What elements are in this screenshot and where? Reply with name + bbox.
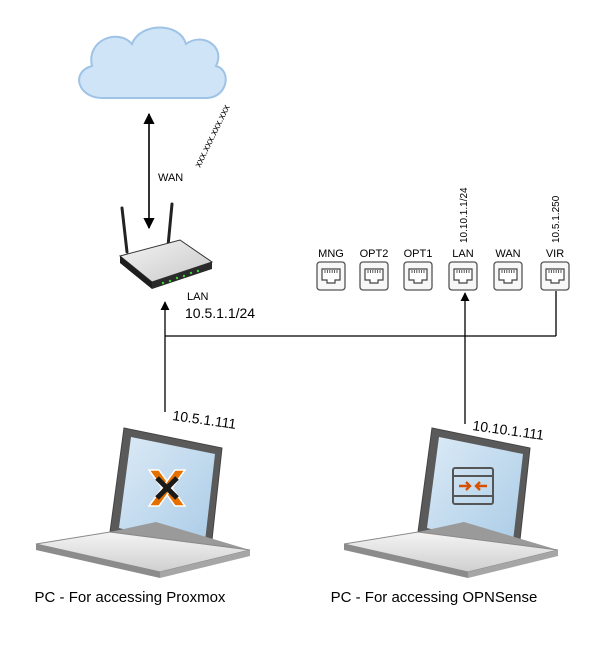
ethernet-port-icon: [359, 261, 389, 291]
opnsense-logo-icon: [452, 467, 494, 505]
pc1-caption: PC - For accessing Proxmox: [35, 589, 226, 606]
proxmox-laptop: [35, 427, 251, 578]
port-ip-label: 10.10.1.1/24: [459, 187, 470, 243]
ethernet-port-icon: [403, 261, 433, 291]
port-label: WAN: [495, 248, 520, 260]
wireless-router-icon: [118, 202, 214, 289]
wan-ip-label: xxx.xxx.xxx.xxx: [193, 103, 233, 169]
pc2-caption: PC - For accessing OPNSense: [331, 589, 538, 606]
port-label: MNG: [318, 248, 344, 260]
pc1-ip-label: 10.5.1.111: [172, 407, 238, 432]
port-vir: VIR 10.5.1.250: [540, 195, 570, 291]
ethernet-port-icon: [448, 261, 478, 291]
port-label: VIR: [546, 248, 564, 260]
port-opt1: OPT1: [403, 248, 433, 291]
laptop-icon: [343, 427, 559, 578]
port-label: OPT1: [404, 248, 433, 260]
opnsense-laptop: [343, 427, 559, 578]
port-label: OPT2: [360, 248, 389, 260]
ethernet-port-icon: [540, 261, 570, 291]
port-ip-label: 10.5.1.250: [551, 195, 562, 243]
ethernet-port-icon: [493, 261, 523, 291]
laptop-icon: [35, 427, 251, 578]
router-lan-label: LAN: [187, 291, 208, 303]
router-lan-ip: 10.5.1.1/24: [185, 305, 255, 321]
internet-cloud-icon: [78, 26, 227, 99]
port-opt2: OPT2: [359, 248, 389, 291]
port-lan: LAN 10.10.1.1/24: [448, 187, 478, 291]
port-label: LAN: [452, 248, 473, 260]
wan-label: WAN: [158, 172, 183, 184]
proxmox-logo-icon: [147, 469, 187, 507]
ethernet-port-icon: [316, 261, 346, 291]
port-wan: WAN: [493, 248, 523, 291]
port-mng: MNG: [316, 248, 346, 291]
